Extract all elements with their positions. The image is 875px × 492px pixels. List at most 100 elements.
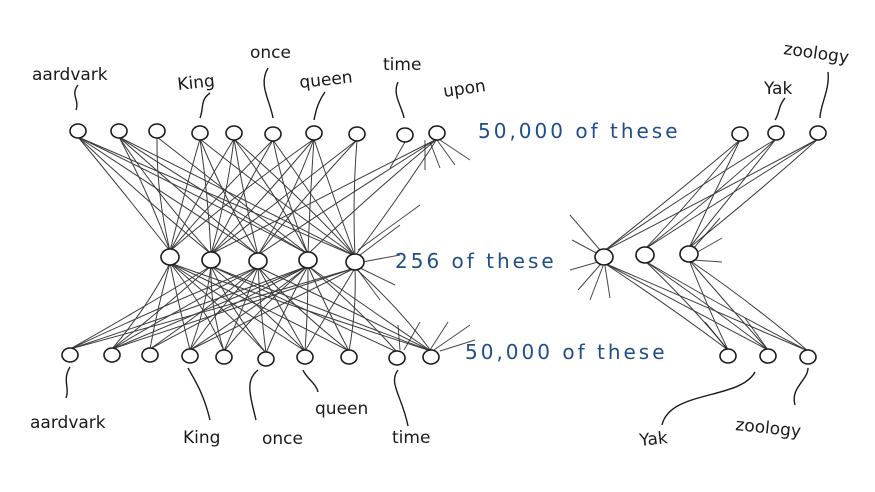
output-node — [340, 349, 358, 365]
input-node — [428, 125, 446, 141]
output-node — [215, 349, 233, 365]
connection-line — [257, 266, 306, 352]
top-layer-count-label: 50,000 of these — [478, 119, 681, 143]
connection-line — [77, 136, 171, 252]
connection-line — [307, 265, 350, 352]
connection-stub — [569, 261, 599, 271]
output-node — [719, 348, 737, 364]
pointer-bottom-yak — [661, 371, 756, 426]
connection-line — [644, 260, 809, 352]
connection-line — [233, 138, 309, 255]
output-node — [181, 348, 199, 364]
connection-stub — [357, 269, 381, 301]
input-node — [191, 125, 209, 141]
connection-line — [304, 267, 356, 352]
connection-line — [69, 266, 259, 350]
connection-stub — [569, 214, 601, 251]
pointer-top-aardvark — [74, 84, 79, 111]
connection-line — [77, 136, 309, 255]
pointer-top-time — [395, 81, 405, 119]
connection-line — [348, 267, 356, 352]
output-node — [799, 349, 817, 365]
input-node — [731, 126, 749, 142]
connection-line — [272, 139, 309, 255]
pointer-top-queen — [313, 91, 326, 121]
output-node — [296, 349, 314, 365]
connection-stub — [604, 265, 611, 299]
connection-line — [169, 138, 235, 252]
connection-line — [603, 138, 819, 252]
connection-line — [307, 265, 432, 352]
connection-stub — [704, 321, 729, 351]
bottom-word-zoology: zoology — [734, 415, 801, 442]
connection-stub — [361, 254, 401, 263]
connection-stub — [397, 324, 401, 351]
hidden-layer-count-label: 256 of these — [395, 249, 557, 273]
connection-stub — [744, 317, 769, 351]
connection-line — [169, 138, 201, 252]
top-word-upon: upon — [442, 76, 487, 102]
bottom-word-once: once — [262, 429, 303, 449]
connection-line — [169, 139, 274, 252]
hidden-node — [679, 245, 699, 263]
connection-line — [257, 266, 432, 352]
output-node — [388, 350, 406, 366]
connection-line — [156, 136, 171, 252]
output-node — [103, 347, 121, 363]
dangling-connection-stubs — [357, 139, 769, 352]
connection-line — [233, 138, 356, 257]
bottom-word-yak: Yak — [637, 428, 668, 451]
connection-line — [118, 136, 309, 255]
input-node — [348, 126, 366, 142]
input-node — [767, 125, 785, 141]
connection-stub — [359, 224, 401, 256]
top-word-time: time — [383, 55, 421, 75]
connection-line — [69, 265, 212, 350]
connection-stub — [436, 139, 456, 166]
connection-line — [189, 265, 212, 351]
input-node — [264, 126, 282, 142]
connection-line — [688, 259, 809, 352]
connection-stub — [439, 339, 476, 352]
connection-line — [210, 138, 315, 255]
connection-line — [304, 265, 309, 352]
connection-line — [354, 267, 432, 352]
connection-line — [257, 266, 350, 352]
hidden-node — [635, 246, 655, 264]
connection-line — [603, 139, 741, 252]
connection-line — [111, 265, 309, 350]
connection-line — [644, 138, 819, 250]
connection-line — [149, 266, 259, 350]
connection-line — [210, 139, 274, 255]
bottom-word-queen: queen — [315, 399, 368, 419]
input-node — [69, 123, 87, 139]
hidden-node — [160, 248, 180, 266]
connection-stub — [571, 239, 601, 256]
connection-line — [603, 262, 769, 351]
pointer-top-yak — [774, 97, 786, 121]
connection-line — [118, 136, 259, 256]
connection-line — [149, 262, 171, 350]
connection-line — [199, 138, 212, 255]
connection-line — [272, 139, 356, 257]
top-word-aardvark: aardvark — [32, 65, 108, 85]
connection-line — [210, 138, 438, 255]
connection-line — [149, 265, 309, 350]
bottom-layer-labels: aardvark King once queen time Yak zoolog… — [30, 399, 802, 451]
connection-line — [77, 136, 259, 256]
connection-line — [233, 138, 259, 256]
connection-line — [169, 262, 350, 352]
connection-line — [313, 138, 356, 257]
connection-line — [118, 136, 171, 252]
pointer-bottom-king — [187, 367, 211, 421]
connection-line — [210, 138, 235, 255]
top-word-queen: queen — [298, 68, 353, 93]
word-pointer-lines — [65, 67, 829, 427]
connection-line — [644, 260, 729, 351]
connection-stub — [357, 204, 421, 251]
connection-line — [353, 139, 358, 257]
connection-line — [189, 267, 356, 351]
right-network-connections — [603, 138, 819, 352]
input-node — [225, 125, 243, 141]
